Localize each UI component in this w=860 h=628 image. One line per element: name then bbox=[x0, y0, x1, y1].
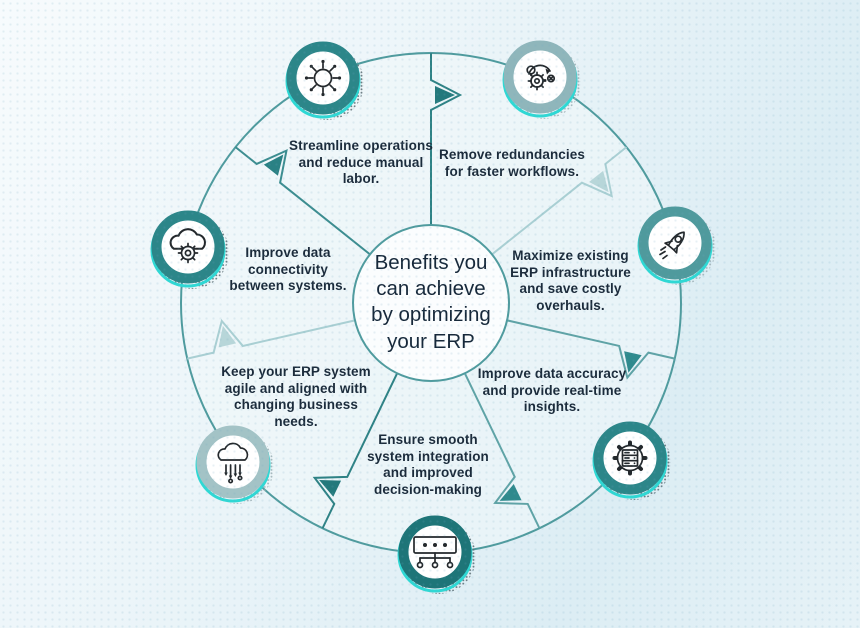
gear-database-icon bbox=[612, 440, 648, 476]
icon-ring bbox=[638, 206, 712, 280]
icon-ring bbox=[286, 41, 360, 115]
segment-dividers bbox=[187, 53, 675, 529]
flow-arrow bbox=[319, 479, 342, 497]
cloud-arrows-icon bbox=[217, 442, 249, 484]
icon-node-accuracy bbox=[592, 421, 671, 500]
flow-arrow bbox=[218, 325, 237, 348]
icon-node-maximize bbox=[637, 206, 716, 285]
icon-node-streamline bbox=[285, 41, 364, 120]
segment-label-connectivity: Improve data connectivity between system… bbox=[229, 245, 347, 294]
icon-node-agile bbox=[195, 425, 274, 504]
segment-label-maximize: Maximize existing ERP infrastructure and… bbox=[510, 248, 631, 314]
icon-node-connectivity bbox=[150, 210, 229, 289]
wheel-hub-circle bbox=[352, 224, 510, 382]
icon-node-redundancies bbox=[502, 40, 581, 119]
network-nodes-icon bbox=[413, 536, 457, 569]
segment-label-redundancies: Remove redundancies for faster workflows… bbox=[439, 147, 585, 179]
flow-arrow bbox=[624, 351, 642, 373]
segment-divider bbox=[506, 319, 675, 380]
icon-ring bbox=[196, 425, 270, 499]
segment-divider bbox=[234, 146, 371, 256]
segment-label-agile: Keep your ERP system agile and aligned w… bbox=[221, 364, 371, 430]
hub-spokes-icon bbox=[304, 59, 342, 97]
segment-divider bbox=[312, 372, 399, 529]
icon-ring bbox=[398, 515, 472, 589]
segment-divider bbox=[430, 53, 463, 225]
segment-label-accuracy: Improve data accuracy and provide real-t… bbox=[477, 366, 627, 415]
segment-label-integration: Ensure smooth system integration and imp… bbox=[367, 432, 489, 498]
hub-title: Benefits you can achieve by optimizing y… bbox=[371, 251, 491, 353]
segment-divider bbox=[491, 146, 628, 256]
flow-arrow bbox=[499, 484, 522, 501]
segment-label-streamline: Streamline operations and reduce manual … bbox=[289, 138, 433, 187]
automation-gear-icon bbox=[526, 64, 556, 91]
flow-arrow bbox=[589, 170, 609, 193]
icon-ring bbox=[503, 40, 577, 114]
rocket-icon bbox=[659, 231, 685, 260]
flow-arrow bbox=[263, 154, 284, 176]
icon-node-integration bbox=[397, 515, 476, 594]
cloud-gear-icon bbox=[169, 228, 207, 264]
flow-arrow bbox=[435, 86, 455, 104]
segment-divider bbox=[463, 372, 541, 529]
segment-divider bbox=[187, 318, 356, 360]
